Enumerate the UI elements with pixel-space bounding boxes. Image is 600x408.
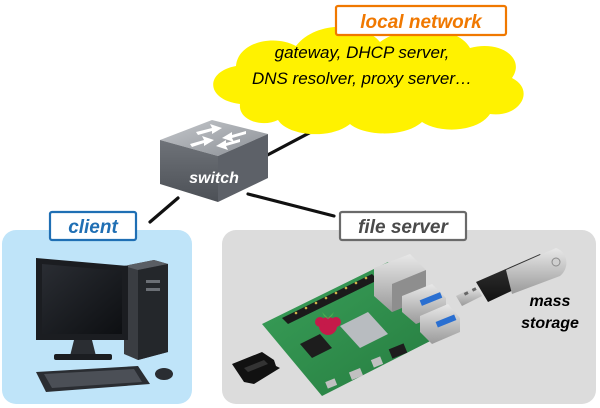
link-switch-client (148, 196, 180, 224)
microsd-card-icon (232, 352, 280, 384)
cloud-line-1: gateway, DHCP server, (275, 43, 450, 62)
usb-swivel (506, 248, 567, 294)
file-server-label: file server (338, 210, 468, 242)
mass-storage-line-1: mass (530, 293, 571, 310)
local-network-label-text: local network (360, 12, 483, 33)
cloud-line-2: DNS resolver, proxy server… (252, 69, 472, 88)
local-network-label-box (334, 4, 508, 37)
local-network-label: local network (334, 4, 508, 37)
raspberry-pi-board-icon (262, 254, 460, 396)
usb-drive-icon (456, 248, 567, 306)
client-label: client (48, 210, 138, 242)
link-switch-server (246, 192, 336, 218)
file-server-label-box (338, 210, 468, 242)
mass-storage-line-2: storage (521, 315, 579, 332)
file-server-panel: mass storage (222, 230, 596, 404)
cloud-shape (213, 26, 524, 135)
client-label-text: client (68, 217, 118, 238)
raspberry-logo (315, 312, 341, 335)
client-label-box (48, 210, 138, 242)
switch-label: switch (189, 170, 239, 187)
switch-right-side (218, 134, 268, 202)
usb-connector (456, 286, 482, 306)
switch-left-side (160, 140, 218, 202)
client-panel (2, 230, 192, 404)
network-switch-icon: switch (160, 120, 268, 202)
switch-arrows-icon (190, 124, 246, 150)
local-network-cloud: gateway, DHCP server, DNS resolver, prox… (213, 26, 524, 135)
file-server-label-text: file server (358, 217, 449, 238)
switch-top (160, 120, 268, 156)
pc-mouse (155, 368, 173, 380)
desktop-computer-icon (36, 258, 173, 392)
